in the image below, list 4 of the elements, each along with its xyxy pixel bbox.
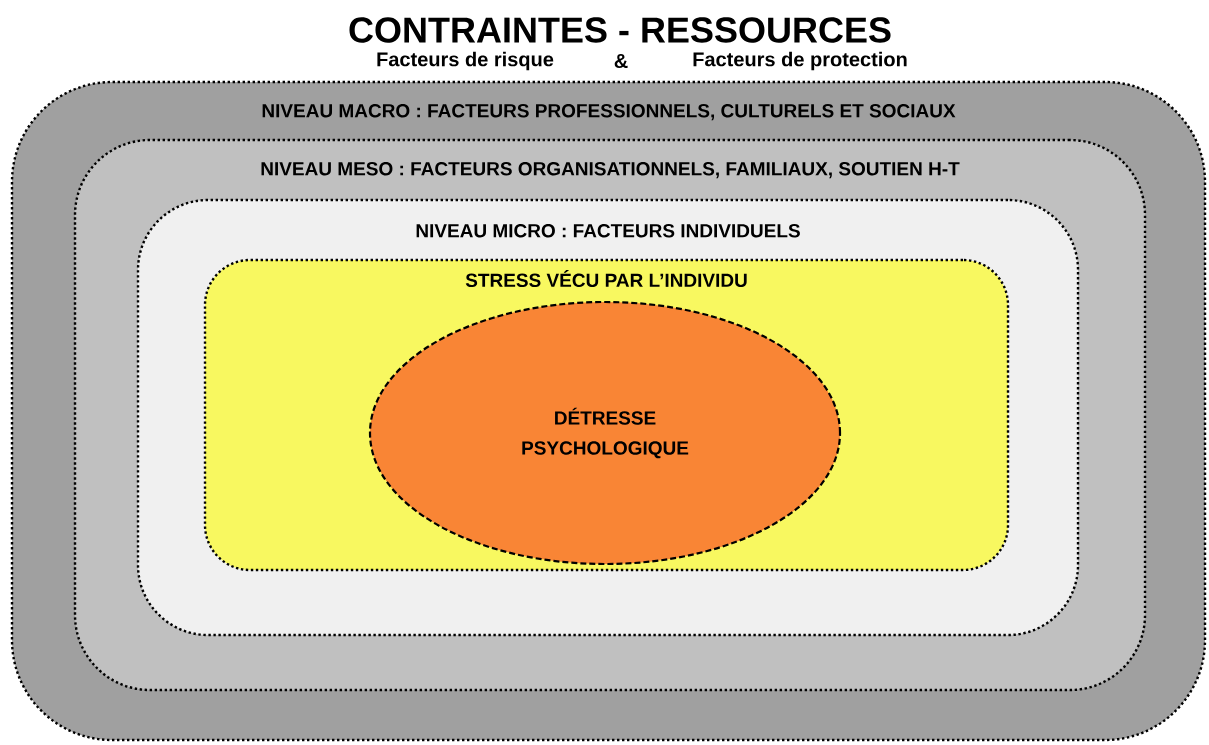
subtitle: Facteurs de risque (377, 51, 554, 71)
title: CONTRAINTES - RESSOURCES (349, 17, 891, 43)
subtitle: & (614, 54, 628, 68)
subtitle: Facteurs de protection (693, 51, 907, 71)
